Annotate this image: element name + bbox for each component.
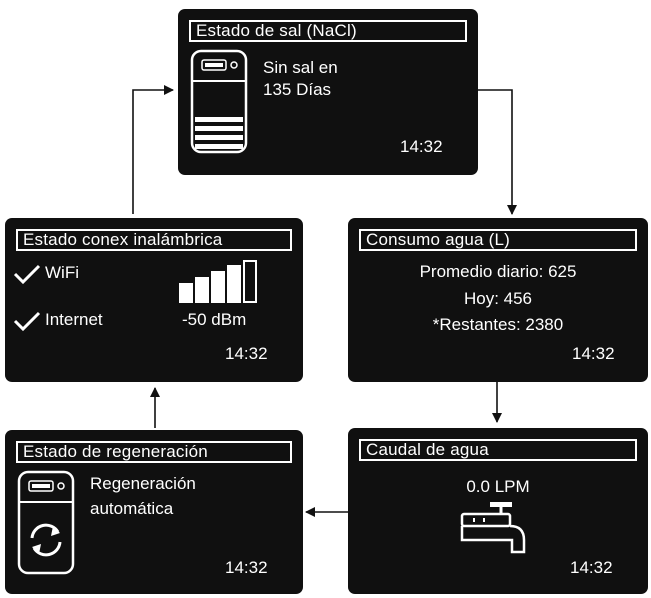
salt-status-screen: Estado de sal (NaCl) Sin sal en 135 Días… [178,9,478,175]
water-consumption-screen: Consumo agua (L) Promedio diario: 625 Ho… [348,218,648,382]
salt-days-line1: Sin sal en [263,58,338,77]
arrow-wireless-to-salt [132,85,174,214]
signal-level: -50 dBm [182,310,247,329]
regeneration-title: Estado de regeneración [16,441,292,463]
daily-average: Promedio diario: 625 [419,262,577,281]
wireless-time: 14:32 [225,344,268,363]
wireless-status-screen: Estado conex inalámbrica WiFi Internet -… [5,218,303,382]
faucet-icon [460,502,526,554]
regeneration-line1: Regeneración [90,474,196,493]
internet-check-icon [13,311,41,332]
salt-status-title: Estado de sal (NaCl) [189,20,467,42]
water-flow-time: 14:32 [570,558,613,577]
regeneration-screen: Estado de regeneración Regeneración auto… [5,430,303,594]
water-flow-title: Caudal de agua [359,439,637,461]
wifi-check-icon [13,264,41,285]
internet-label: Internet [45,310,103,329]
water-flow-screen: Caudal de agua 0.0 LPM 14:32 [348,428,648,594]
water-consumption-time: 14:32 [572,344,615,363]
remaining-volume: *Restantes: 2380 [432,315,564,334]
arrow-salt-to-water [478,89,517,215]
today-usage: Hoy: 456 [463,289,533,308]
signal-strength-icon [179,260,257,303]
regeneration-line2: automática [90,499,174,518]
softener-regeneration-icon [17,470,75,575]
wifi-label: WiFi [45,263,79,282]
wireless-status-title: Estado conex inalámbrica [16,229,292,251]
salt-time: 14:32 [400,137,443,156]
water-consumption-title: Consumo agua (L) [359,229,637,251]
flow-rate: 0.0 LPM [466,477,530,496]
regeneration-time: 14:32 [225,558,268,577]
softener-salt-icon [190,49,248,154]
salt-days-line2: 135 Días [263,80,332,99]
